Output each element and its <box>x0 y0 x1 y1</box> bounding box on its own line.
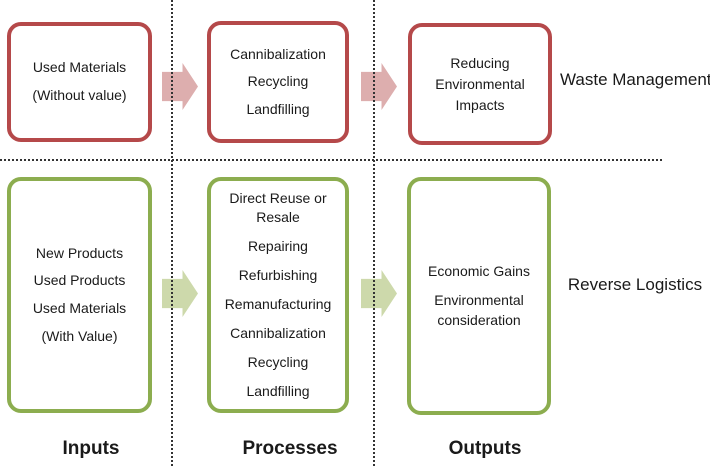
reverse-input-box: New Products Used Products Used Material… <box>7 177 152 413</box>
box-text-line: Used Products <box>33 272 126 289</box>
box-text-line: Environmental consideration <box>434 292 524 328</box>
box-text-line: New Products <box>35 244 124 261</box>
right-arrow-icon <box>162 63 198 110</box>
right-arrow-icon <box>361 63 397 110</box>
box-text-line: Economic Gains <box>428 263 530 280</box>
box-text-line: Used Materials <box>32 300 127 316</box>
box-text-line: Remanufacturing <box>224 296 332 312</box>
box-text-line: Landfilling <box>246 383 310 400</box>
waste-process-box: Cannibalization Recycling Landfilling <box>207 21 349 143</box>
right-arrow-icon <box>361 270 397 317</box>
waste-output-box: Reducing Environmental Impacts <box>408 23 552 145</box>
box-text-line: Refurbishing <box>238 266 318 283</box>
box-text-line: Direct Reuse or Resale <box>229 189 327 225</box>
box-text-line: Cannibalization <box>230 325 326 342</box>
dotted-column-divider-2 <box>373 0 375 466</box>
box-text-line: Landfilling <box>246 100 310 117</box>
box-text-line: Cannibalization <box>230 45 326 62</box>
reverse-output-box: Economic Gains Environmental considerati… <box>407 177 551 415</box>
row-label-waste-management: Waste Management <box>560 70 710 89</box>
dotted-column-divider-1 <box>171 0 173 466</box>
column-label-processes: Processes <box>242 438 338 459</box>
box-text-line: Repairing <box>248 237 308 254</box>
column-label-outputs: Outputs <box>448 438 522 459</box>
box-text-line: Recycling <box>247 354 309 371</box>
box-text-line: Recycling <box>247 73 309 90</box>
waste-input-box: Used Materials (Without value) <box>7 22 152 142</box>
box-text-line: (Without value) <box>32 87 127 103</box>
dotted-row-divider <box>0 159 662 161</box>
box-text-line: Used Materials <box>32 59 127 76</box>
box-text-line: Reducing Environmental Impacts <box>435 54 525 113</box>
right-arrow-icon <box>162 270 198 317</box>
column-label-inputs: Inputs <box>62 438 120 459</box>
box-text-line: (With Value) <box>41 327 118 344</box>
row-label-reverse-logistics: Reverse Logistics <box>567 275 703 294</box>
reverse-process-box: Direct Reuse or Resale Repairing Refurbi… <box>207 177 349 413</box>
